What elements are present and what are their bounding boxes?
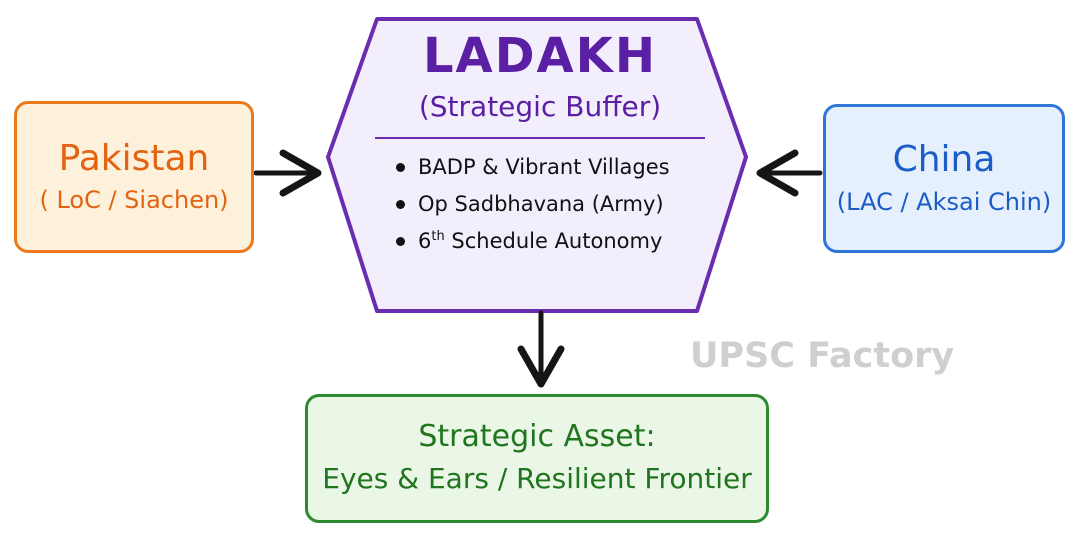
watermark: UPSC Factory xyxy=(690,336,955,376)
list-item-text: Op Sadbhavana (Army) xyxy=(418,191,664,216)
pakistan-subtitle: ( LoC / Siachen) xyxy=(39,186,229,215)
china-title: China xyxy=(892,139,996,181)
strategic-asset-box: Strategic Asset: Eyes & Ears / Resilient… xyxy=(305,394,769,523)
china-subtitle: (LAC / Aksai Chin) xyxy=(836,187,1052,216)
ladakh-divider xyxy=(375,137,705,140)
list-item-text: BADP & Vibrant Villages xyxy=(418,155,670,180)
china-box: China (LAC / Aksai Chin) xyxy=(823,104,1065,253)
list-item-superscript: th xyxy=(431,228,445,244)
list-item-text: Schedule Autonomy xyxy=(444,228,663,253)
list-item-number: 6 xyxy=(418,228,432,253)
asset-subtitle: Eyes & Ears / Resilient Frontier xyxy=(322,462,752,496)
ladakh-measures-list: BADP & Vibrant Villages Op Sadbhavana (A… xyxy=(340,149,740,259)
ladakh-title: LADAKH xyxy=(422,28,658,84)
ladakh-hexagon: LADAKH (Strategic Buffer) BADP & Vibrant… xyxy=(340,30,740,259)
pakistan-box: Pakistan ( LoC / Siachen) xyxy=(14,101,254,253)
ladakh-subtitle: (Strategic Buffer) xyxy=(418,89,662,123)
list-item: 6th Schedule Autonomy xyxy=(394,223,740,260)
list-item: Op Sadbhavana (Army) xyxy=(394,186,740,223)
list-item: BADP & Vibrant Villages xyxy=(394,149,740,186)
pakistan-title: Pakistan xyxy=(58,137,210,179)
ladakh-hexagon-shape xyxy=(326,17,748,313)
asset-title: Strategic Asset: xyxy=(418,419,656,455)
